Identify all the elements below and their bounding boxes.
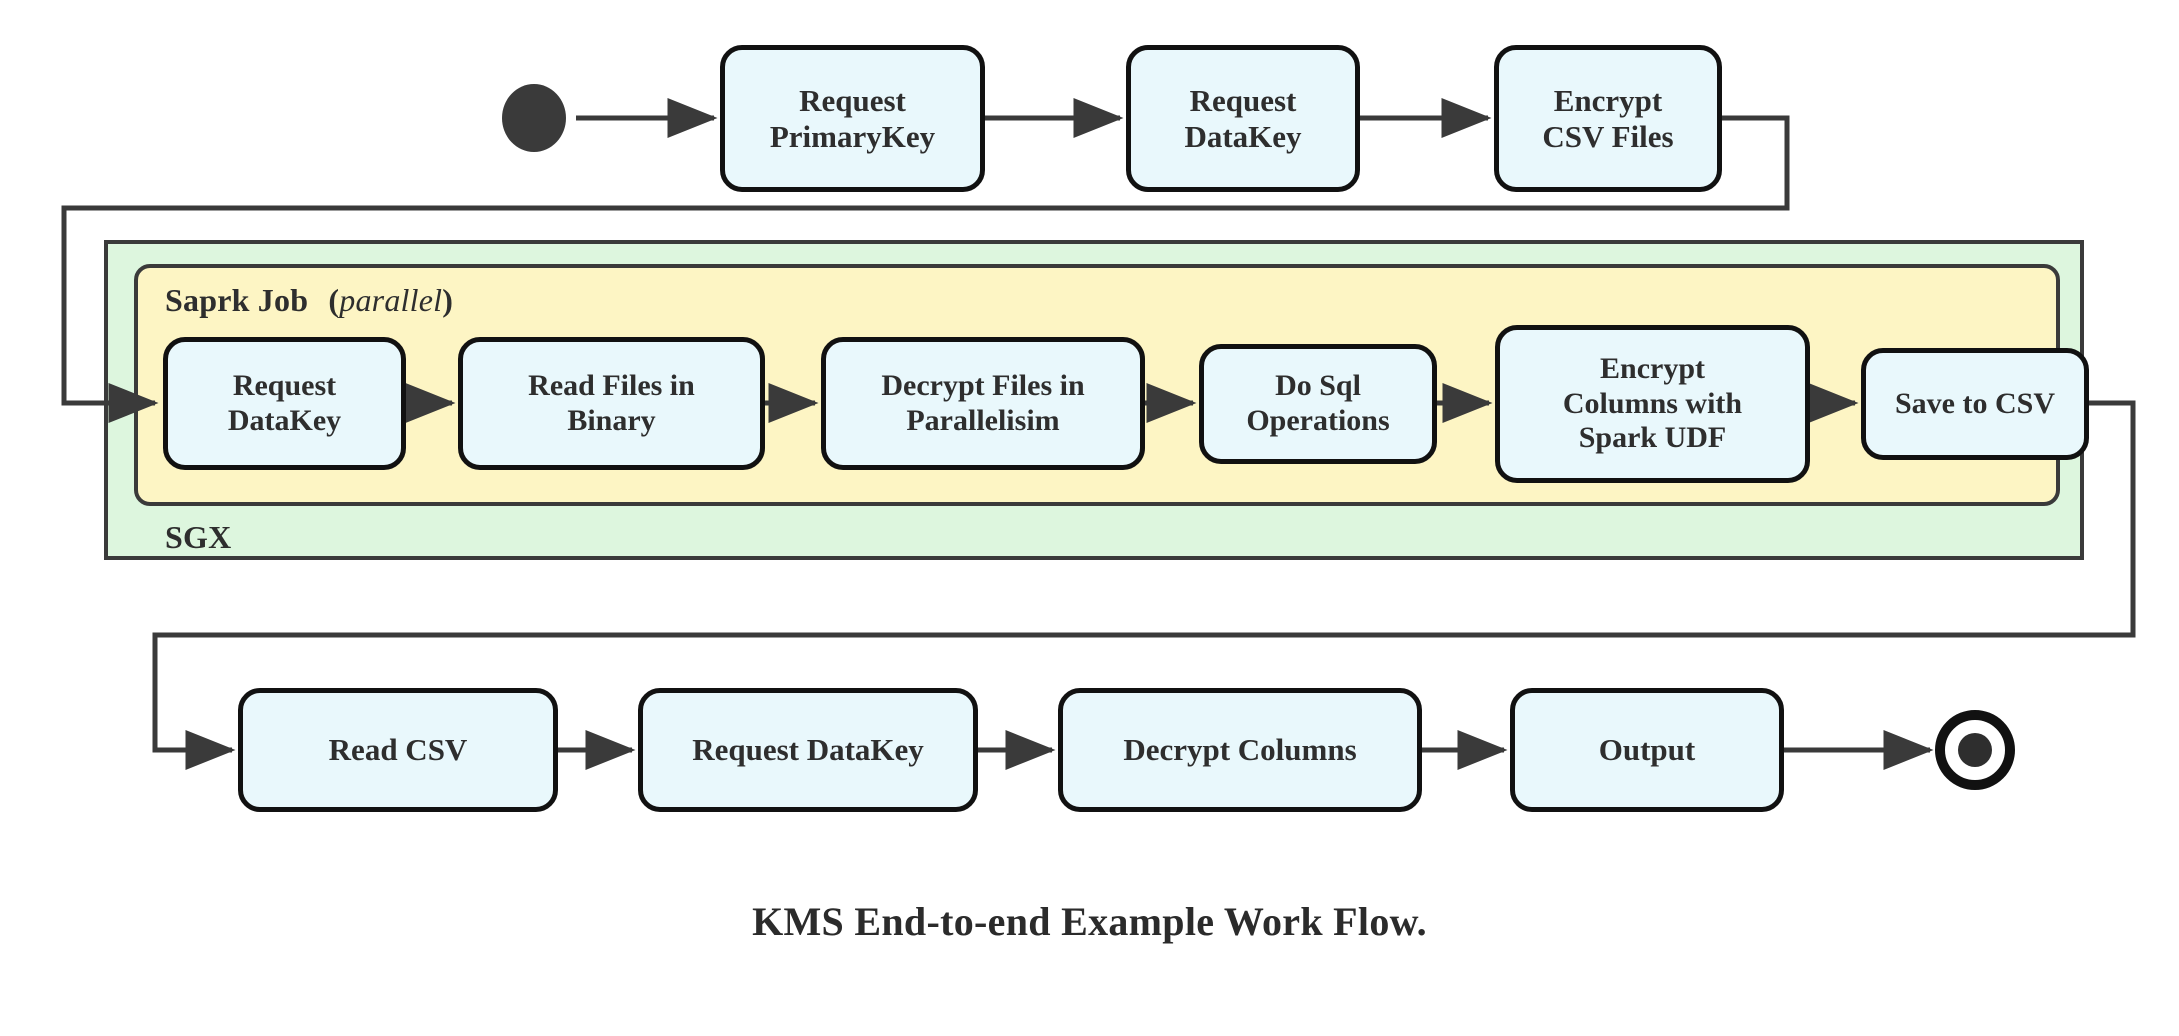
end-node-dot	[1958, 733, 1992, 767]
node-line: Operations	[1246, 404, 1390, 437]
node-save-to-csv[interactable]: Save to CSV	[1861, 348, 2089, 460]
node-do-sql-operations[interactable]: Do Sql Operations	[1199, 344, 1437, 464]
node-line: Columns with	[1562, 386, 1743, 420]
node-encrypt-columns-with-spark-udf[interactable]: Encrypt Columns with Spark UDF	[1495, 325, 1810, 483]
figure-caption: KMS End-to-end Example Work Flow.	[752, 899, 1427, 944]
node-line: Binary	[567, 403, 656, 437]
spark-job-label: Saprk Job (parallel)	[165, 282, 454, 318]
node-line: PrimaryKey	[769, 118, 936, 154]
node-read-csv[interactable]: Read CSV	[238, 688, 558, 812]
node-line: Encrypt	[1553, 82, 1663, 118]
node-decrypt-columns[interactable]: Decrypt Columns	[1058, 688, 1422, 812]
node-line: Read Files in	[528, 368, 695, 402]
edge-encrypt-csv-to-request-datakey-wrap	[61, 115, 1790, 423]
node-line: Encrypt	[1600, 351, 1705, 385]
node-request-datakey-bottom[interactable]: Request DataKey	[638, 688, 978, 812]
node-read-files-in-binary[interactable]: Read Files in Binary	[458, 337, 765, 470]
node-line: Read CSV	[328, 732, 468, 768]
sgx-label: SGX	[165, 519, 232, 555]
node-output[interactable]: Output	[1510, 688, 1784, 812]
node-line: Request DataKey	[692, 732, 924, 768]
node-request-datakey-spark[interactable]: Request DataKey	[163, 337, 406, 470]
node-line: Parallelisim	[906, 403, 1060, 437]
node-line: DataKey	[1184, 118, 1302, 154]
node-line: Request	[232, 368, 337, 402]
node-line: Decrypt Columns	[1123, 732, 1357, 768]
edge-save-to-csv-to-read-csv-wrap	[152, 400, 2136, 770]
node-line: Decrypt Files in	[881, 368, 1085, 402]
node-line: Request	[1189, 82, 1297, 118]
node-line: Do Sql	[1275, 369, 1361, 403]
node-request-datakey-top[interactable]: Request DataKey	[1126, 45, 1360, 192]
node-encrypt-csv-files[interactable]: Encrypt CSV Files	[1494, 45, 1722, 192]
node-line: Save to CSV	[1894, 386, 2055, 420]
node-line: Request	[799, 82, 906, 118]
node-decrypt-files-in-parallelisim[interactable]: Decrypt Files in Parallelisim	[821, 337, 1145, 470]
node-request-primarykey[interactable]: Request PrimaryKey	[720, 45, 985, 192]
node-line: DataKey	[227, 403, 342, 437]
node-line: Spark UDF	[1578, 421, 1727, 455]
node-line: CSV Files	[1542, 118, 1674, 154]
node-line: Output	[1598, 732, 1696, 768]
start-node	[502, 84, 566, 152]
